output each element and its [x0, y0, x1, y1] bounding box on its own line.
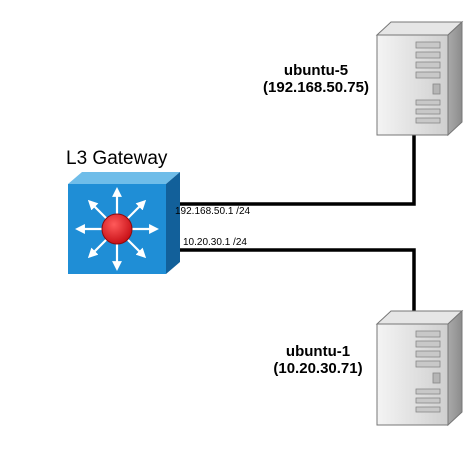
link-to-ubuntu-5: [178, 133, 416, 206]
host-name-ubuntu-1: ubuntu-1: [285, 343, 351, 360]
gateway-title: L3 Gateway: [66, 148, 168, 169]
layer3-switch-icon: [68, 172, 180, 274]
link-label-ubuntu-1: 10.20.30.1 /24: [183, 237, 247, 248]
link-to-ubuntu-1: [178, 248, 416, 311]
host-ip-ubuntu-5: (192.168.50.75): [263, 79, 369, 96]
server-tower-icon: [375, 20, 464, 137]
link-label-ubuntu-5: 192.168.50.1 /24: [175, 206, 251, 217]
host-name-ubuntu-5: ubuntu-5: [283, 62, 349, 79]
server-tower-icon: [375, 309, 464, 427]
host-ip-ubuntu-1: (10.20.30.71): [273, 360, 363, 377]
